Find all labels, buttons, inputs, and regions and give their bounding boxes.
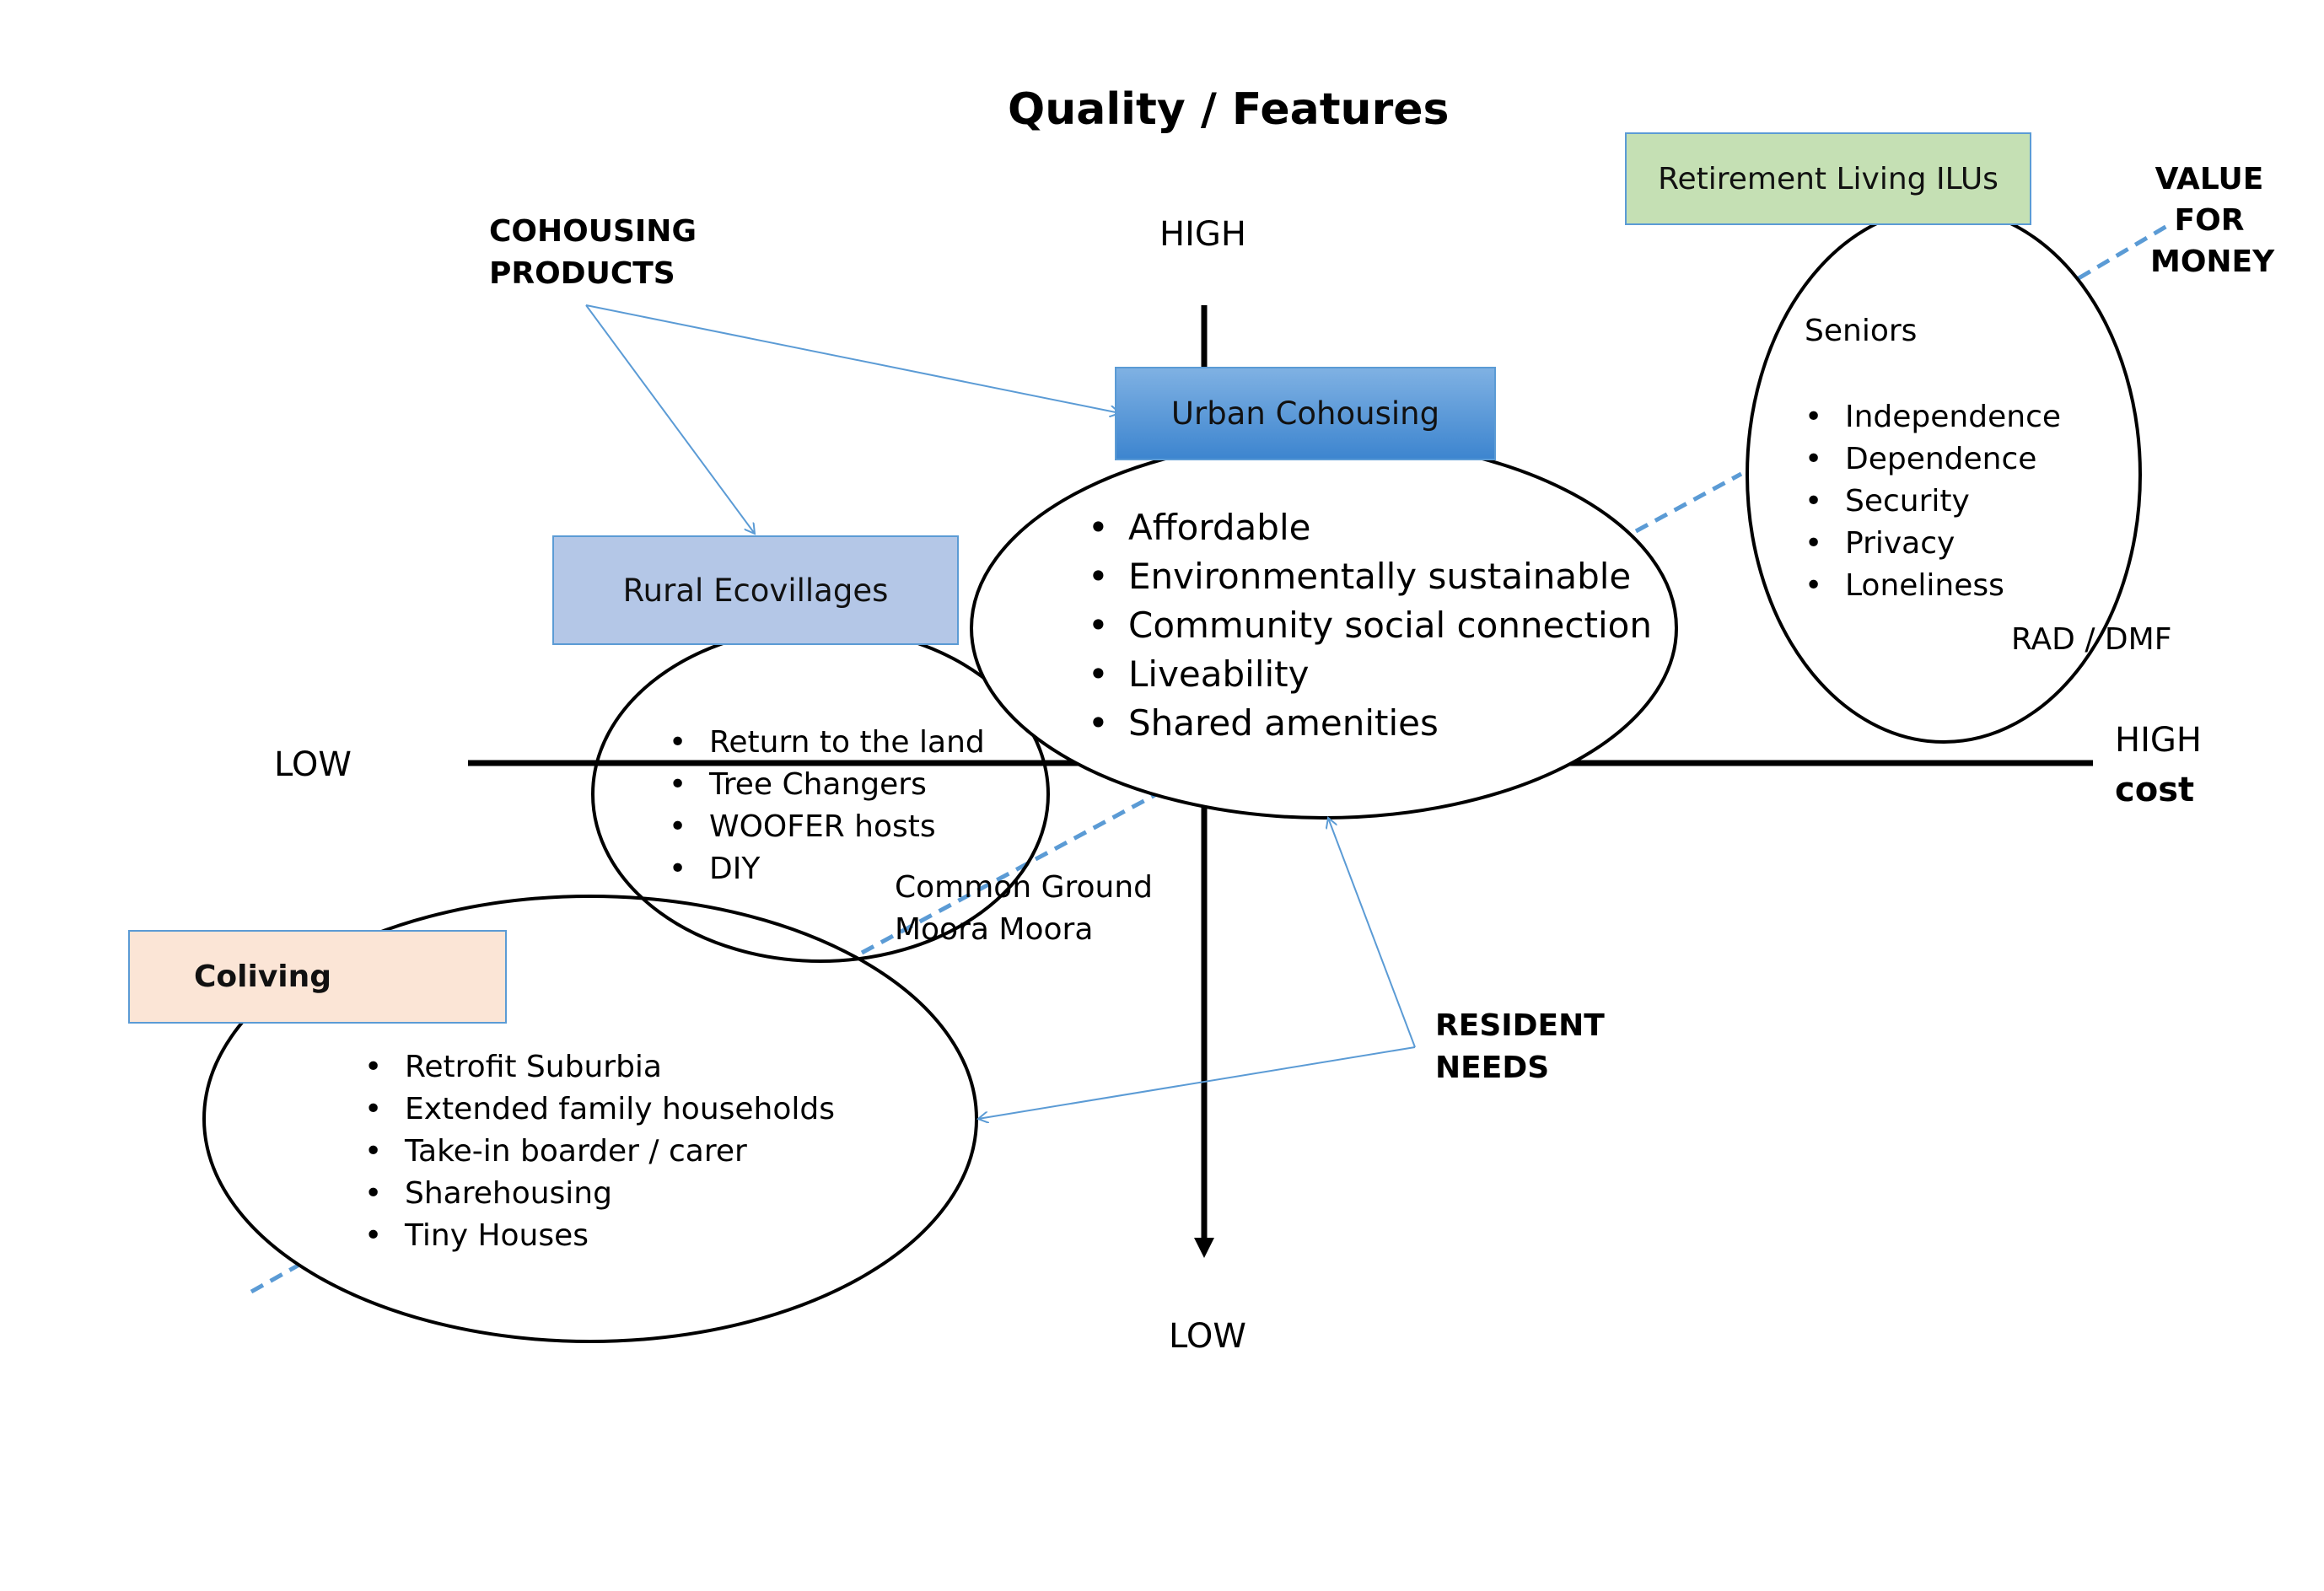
rural-ecovillage-features: Return to the land Tree Changers WOOFER … bbox=[669, 722, 985, 890]
list-item: WOOFER hosts bbox=[669, 806, 985, 848]
retirement-living-box: Retirement Living ILUs bbox=[1625, 132, 2031, 225]
needs-arrow-to-coliving bbox=[978, 1046, 1416, 1119]
list-item: Independence bbox=[1805, 396, 2061, 438]
coliving-features: Retrofit Suburbia Extended family househ… bbox=[364, 1046, 835, 1257]
cohousing-arrow-to-urban bbox=[585, 304, 1120, 413]
list-item: Loneliness bbox=[1805, 565, 2061, 607]
x-axis-low-label: LOW bbox=[274, 745, 352, 784]
value-for-money-line-mid1 bbox=[860, 790, 1161, 955]
list-item: Environmentally sustainable bbox=[1088, 552, 1652, 601]
value-for-money-line-upper bbox=[2077, 221, 2173, 281]
rural-ecovillages-box-label: Rural Ecovillages bbox=[622, 572, 889, 609]
coliving-box: Coliving bbox=[128, 930, 507, 1024]
cohousing-products-line2: PRODUCTS bbox=[489, 256, 675, 291]
list-item: Extended family households bbox=[364, 1088, 835, 1131]
list-item: Take-in boarder / carer bbox=[364, 1131, 835, 1173]
value-for-money-label: VALUE FOR MONEY bbox=[2150, 159, 2275, 282]
seniors-heading: Seniors bbox=[1805, 314, 1918, 348]
list-item: Affordable bbox=[1088, 503, 1652, 552]
value-for-money-line-lower bbox=[250, 1262, 301, 1294]
coliving-ellipse bbox=[202, 895, 978, 1343]
common-ground-note: Common Ground Moora Moora bbox=[895, 867, 1153, 951]
list-item: Liveability bbox=[1088, 650, 1652, 699]
list-item: Retrofit Suburbia bbox=[364, 1046, 835, 1088]
list-item: Shared amenities bbox=[1088, 699, 1652, 748]
resident-needs-line1: RESIDENT bbox=[1435, 1008, 1605, 1043]
value-for-money-line3: MONEY bbox=[2150, 245, 2275, 279]
y-axis-high-label: HIGH bbox=[1159, 215, 1246, 254]
x-axis-name: cost bbox=[2115, 771, 2195, 809]
value-for-money-line1: VALUE bbox=[2155, 162, 2264, 196]
list-item: Return to the land bbox=[669, 722, 985, 764]
list-item: DIY bbox=[669, 848, 985, 890]
retirement-living-box-label: Retirement Living ILUs bbox=[1658, 161, 1999, 196]
coliving-box-label: Coliving bbox=[194, 959, 332, 994]
y-axis-arrowhead bbox=[1194, 1238, 1214, 1258]
list-item: Community social connection bbox=[1088, 601, 1652, 650]
diagram-title: Quality / Features bbox=[1008, 84, 1450, 135]
urban-cohousing-box: Urban Cohousing bbox=[1115, 367, 1496, 460]
urban-cohousing-features: Affordable Environmentally sustainable C… bbox=[1088, 503, 1652, 748]
list-item: Dependence bbox=[1805, 438, 2061, 481]
common-ground-line1: Common Ground bbox=[895, 870, 1153, 905]
resident-needs-label: RESIDENT NEEDS bbox=[1435, 1005, 1605, 1089]
cohousing-products-label: COHOUSING PRODUCTS bbox=[489, 211, 697, 295]
value-for-money-line2: FOR bbox=[2174, 203, 2245, 238]
y-axis-low-label: LOW bbox=[1169, 1317, 1246, 1356]
rural-ecovillages-box: Rural Ecovillages bbox=[552, 535, 959, 645]
cohousing-arrow-to-rural bbox=[585, 304, 755, 534]
seniors-needs: Independence Dependence Security Privacy… bbox=[1805, 396, 2061, 607]
common-ground-line2: Moora Moora bbox=[895, 912, 1094, 947]
cohousing-products-line1: COHOUSING bbox=[489, 214, 697, 249]
list-item: Tree Changers bbox=[669, 764, 985, 806]
rad-dmf-note: RAD / DMF bbox=[2011, 622, 2172, 657]
value-for-money-line-mid2 bbox=[1634, 471, 1743, 534]
needs-arrow-to-urban bbox=[1328, 818, 1416, 1048]
x-axis-high-label: HIGH bbox=[2115, 721, 2202, 760]
list-item: Privacy bbox=[1805, 523, 2061, 565]
list-item: Tiny Houses bbox=[364, 1215, 835, 1257]
resident-needs-line2: NEEDS bbox=[1435, 1051, 1550, 1085]
urban-cohousing-box-label: Urban Cohousing bbox=[1170, 395, 1440, 432]
list-item: Sharehousing bbox=[364, 1173, 835, 1215]
list-item: Security bbox=[1805, 481, 2061, 523]
